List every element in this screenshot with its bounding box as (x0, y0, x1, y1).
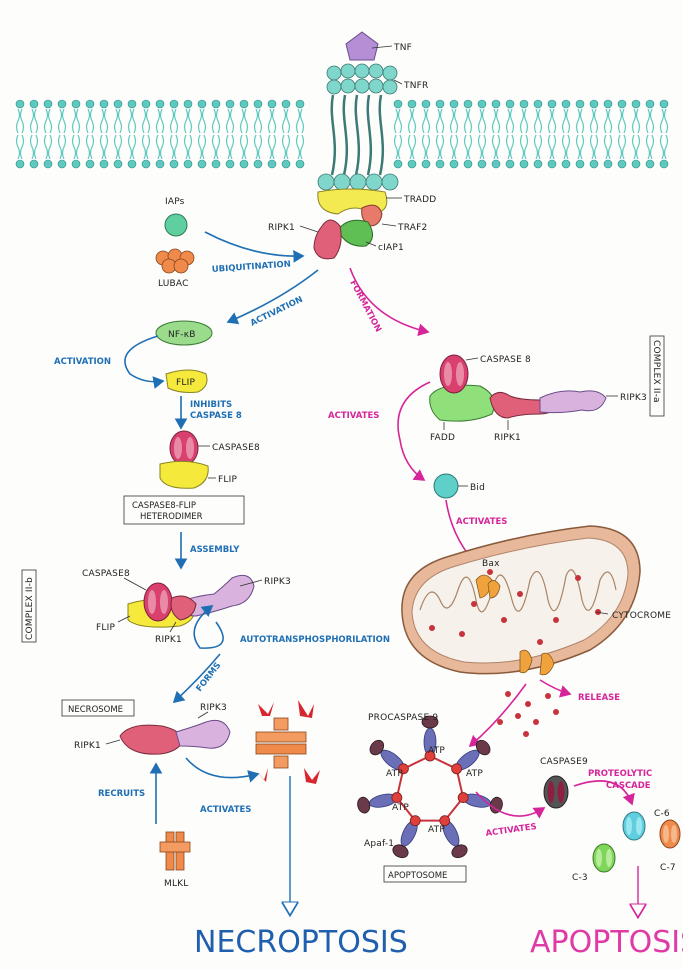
c6-label: C-6 (654, 809, 670, 819)
nfkb-label: NF-κB (168, 330, 196, 340)
ubiquitination-label: UBIQUITINATION (212, 259, 292, 274)
heterodimer-line2: HETERODIMER (140, 512, 203, 522)
released-cytochrome (497, 691, 559, 737)
ripk1-top-label: RIPK1 (268, 223, 295, 233)
tnfr-receptor (318, 64, 398, 190)
flip-mid-shape (160, 461, 208, 488)
atp-label-2: ATP (386, 769, 403, 779)
ripk3-nec-label: RIPK3 (200, 703, 227, 713)
caspase3-shape (593, 844, 615, 872)
mlkl-pore (256, 718, 306, 768)
tradd-label: TRADD (403, 195, 436, 205)
complex-iia-label: COMPLEX II-a (651, 340, 661, 403)
ripk3-iib-label: RIPK3 (264, 577, 291, 587)
recruits-label: RECRUITS (98, 789, 145, 799)
necrosome-label: NECROSOME (68, 705, 123, 715)
apoptosis-label: APOPTOSIS (530, 925, 683, 960)
caspase9-shape (544, 776, 568, 808)
activation-left-label: ACTIVATION (54, 357, 111, 367)
ripk1-iib-label: RIPK1 (155, 635, 182, 645)
bid-shape (434, 474, 458, 498)
atp-label-5: ATP (428, 825, 445, 835)
formation-label: FORMATION (347, 279, 383, 334)
tnfr-label: TNFR (403, 81, 428, 91)
complex-iib-label: COMPLEX II-b (25, 577, 35, 640)
caspase8-mid-label: CASPASE8 (212, 443, 260, 453)
lubac-label: LUBAC (158, 279, 189, 289)
iaps-shape (165, 214, 187, 236)
bid-label: Bid (470, 483, 485, 493)
iaps-label: IAPs (165, 197, 185, 207)
tnf-ligand (346, 32, 378, 60)
procaspase9-label: PROCASPASE 9 (368, 713, 438, 723)
ripk3-iia-label: RIPK3 (620, 393, 647, 403)
activates-nec-label: ACTIVATES (200, 805, 251, 815)
ripk1-top-shape (314, 220, 341, 259)
c7-label: C-7 (660, 863, 676, 873)
atp-label-3: ATP (466, 769, 483, 779)
caspase8-mid-shape (170, 431, 198, 465)
proteolytic-label-2: CASCADE (606, 781, 651, 791)
mlkl-label: MLKL (164, 879, 189, 889)
necrosome-shape (120, 720, 230, 754)
lubac-shape (156, 249, 194, 273)
bax-label: Bax (482, 559, 500, 569)
assembly-label: ASSEMBLY (190, 545, 240, 555)
flip-small-label: FLIP (176, 378, 195, 388)
heterodimer-line1: CASPASE8-FLIP (132, 501, 196, 511)
caspase7-shape (660, 820, 680, 848)
cytocrome-label: CYTOCROME (612, 611, 671, 621)
atp-label-4: ATP (392, 803, 409, 813)
ripk1-iia-label: RIPK1 (494, 433, 521, 443)
caspase9-label: CASPASE9 (540, 757, 588, 767)
autotrans-label: AUTOTRANSPHOSPHORILATION (240, 635, 390, 645)
caspase8-iia-label: CASPASE 8 (480, 355, 531, 365)
apaf1-label: Apaf-1 (364, 839, 394, 849)
complex-iib (128, 575, 254, 627)
activates-apo-label: ACTIVATES (485, 822, 537, 839)
cell-membrane (16, 100, 668, 168)
inhibits-label-2: CASPASE 8 (190, 411, 242, 421)
apoptosome-label: APOPTOSOME (388, 871, 447, 881)
caspase6-shape (623, 812, 645, 840)
necroptosis-label: NECROPTOSIS (194, 925, 408, 960)
mlkl-shape (160, 832, 190, 870)
fadd-label: FADD (430, 433, 455, 443)
atp-label-1: ATP (428, 746, 445, 756)
inhibits-label-1: INHIBITS (190, 400, 232, 410)
activates-iia-label: ACTIVATES (328, 411, 379, 421)
proteolytic-label-1: PROTEOLYTIC (588, 769, 652, 779)
traf2-label: TRAF2 (397, 223, 427, 233)
caspase8-iib-label: CASPASE8 (82, 569, 130, 579)
flip-iib-label: FLIP (96, 623, 115, 633)
activates-bid-label: ACTIVATES (456, 517, 507, 527)
tnf-label: TNF (393, 43, 412, 53)
flip-mid-label: FLIP (218, 475, 237, 485)
ciap1-label: cIAP1 (378, 243, 404, 253)
activation-top-label: ACTIVATION (249, 295, 305, 329)
c3-label: C-3 (572, 873, 588, 883)
release-label: RELEASE (578, 693, 620, 703)
ripk1-nec-label: RIPK1 (74, 741, 101, 751)
